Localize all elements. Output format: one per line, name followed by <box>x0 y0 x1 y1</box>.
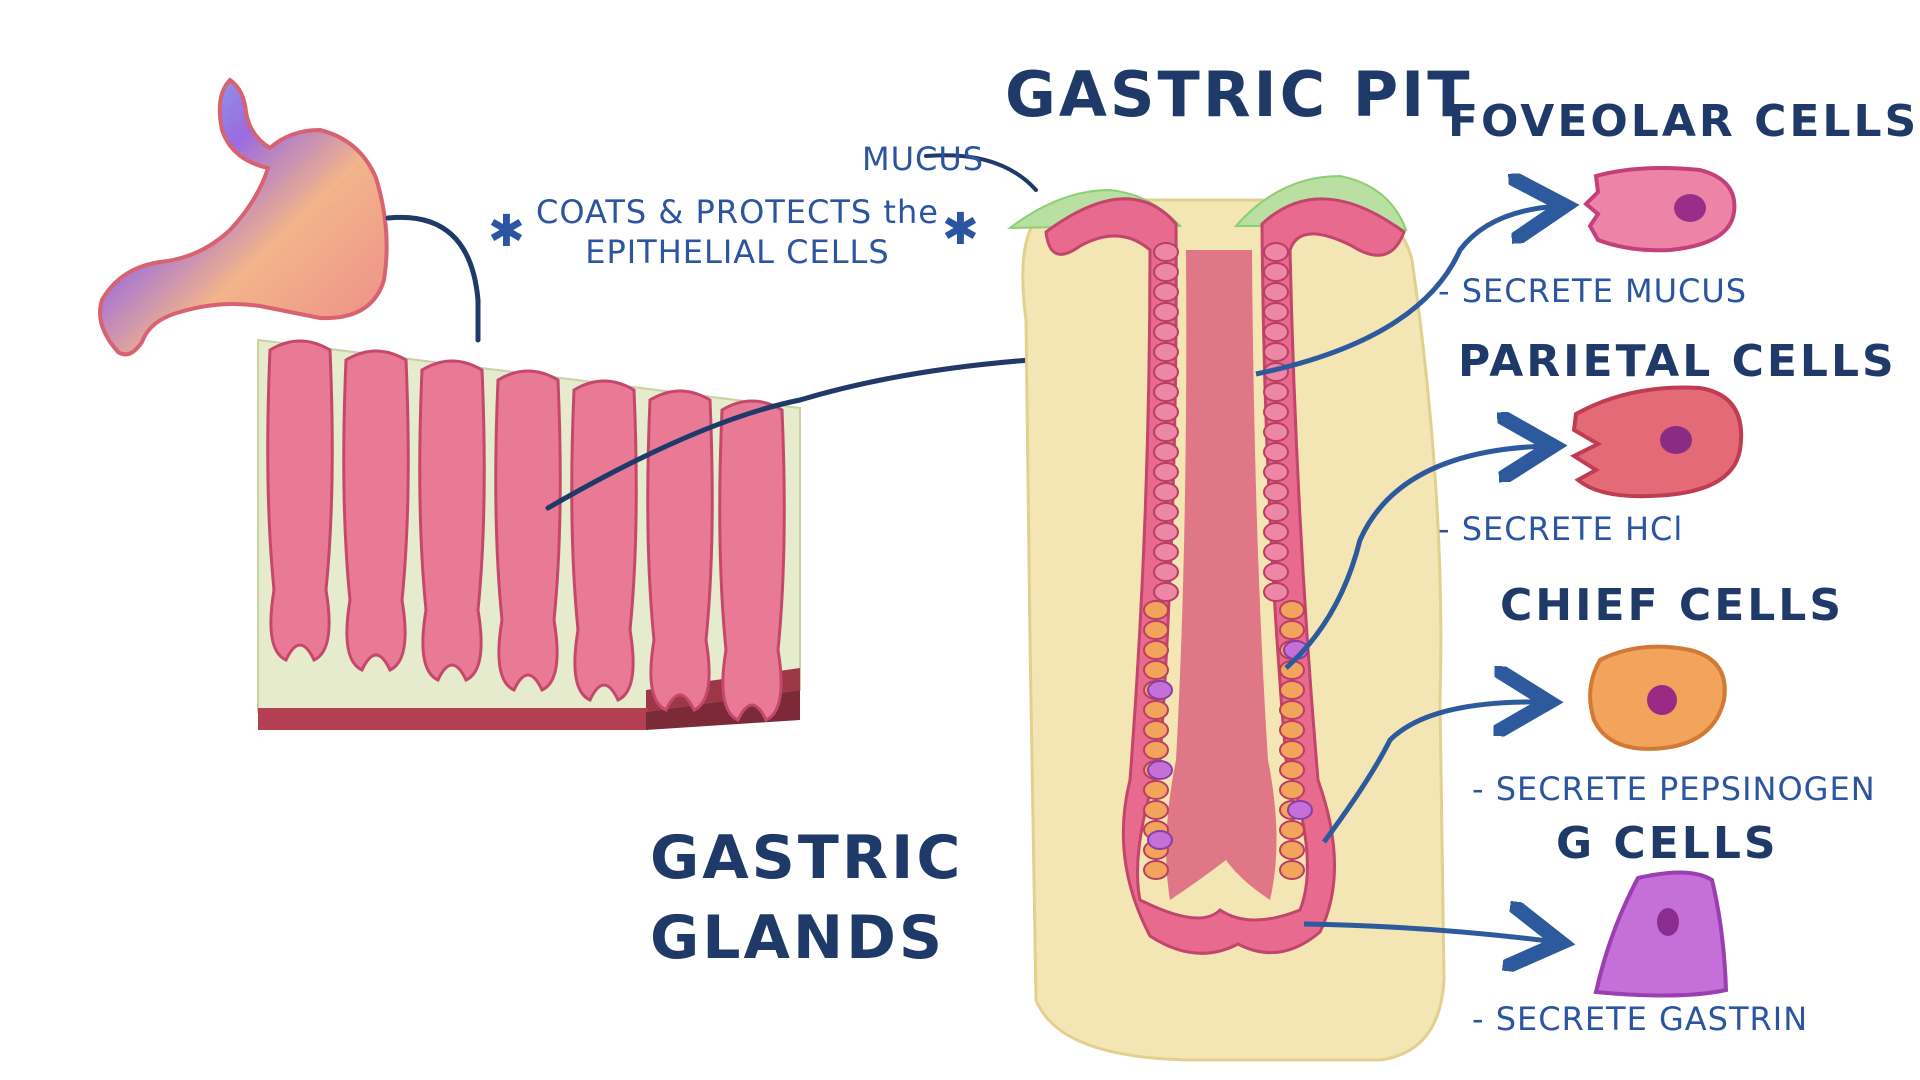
epithelial-cell <box>1279 860 1305 880</box>
epithelial-cell <box>1279 720 1305 740</box>
epithelial-cell <box>1143 660 1169 680</box>
epithelial-cell <box>1153 262 1179 282</box>
foveolar-cell-icon <box>1583 166 1737 253</box>
mucosa-block <box>257 338 801 730</box>
mucosal-fold <box>266 339 334 662</box>
epithelial-cell <box>1263 582 1289 602</box>
epithelial-cell <box>1153 422 1179 442</box>
epithelial-cell <box>1153 362 1179 382</box>
epithelial-cell <box>1153 402 1179 422</box>
parietal-cells-function: - SECRETE HCl <box>1438 510 1684 548</box>
epithelial-cell <box>1263 282 1289 302</box>
epithelial-cell <box>1153 562 1179 582</box>
epithelial-cell <box>1279 840 1305 860</box>
coats-line1: COATS & PROTECTS the <box>536 193 939 231</box>
epithelial-cell <box>1143 780 1169 800</box>
g-cell <box>1287 800 1313 820</box>
chief-cell-icon <box>1588 644 1727 751</box>
epithelial-cell <box>1143 620 1169 640</box>
epithelial-cell <box>1143 740 1169 760</box>
mucosal-fold <box>418 359 486 682</box>
gastric-glands-line2: GLANDS <box>650 903 946 973</box>
epithelial-cell <box>1153 302 1179 322</box>
epithelial-cell <box>1263 342 1289 362</box>
epithelial-cell <box>1263 422 1289 442</box>
epithelial-cell <box>1143 640 1169 660</box>
epithelial-cell <box>1153 322 1179 342</box>
mucus-label: MUCUS <box>862 140 985 178</box>
epithelial-cell <box>1143 860 1169 880</box>
g-cell-icon <box>1593 870 1729 998</box>
epithelial-cell <box>1143 720 1169 740</box>
g-cell <box>1147 830 1173 850</box>
epithelial-cell <box>1263 382 1289 402</box>
stomach-icon <box>98 77 389 357</box>
parietal-cell-icon <box>1569 385 1744 499</box>
mucosal-fold <box>718 399 786 722</box>
epithelial-cell <box>1153 582 1179 602</box>
epithelial-cell <box>1153 462 1179 482</box>
chief-cells-heading: CHIEF CELLS <box>1500 580 1845 631</box>
epithelial-cell <box>1279 600 1305 620</box>
coats-line2: EPITHELIAL CELLS <box>585 233 890 271</box>
epithelial-cell <box>1143 700 1169 720</box>
epithelial-cell <box>1263 402 1289 422</box>
epithelial-cell <box>1279 680 1305 700</box>
epithelial-cell <box>1279 740 1305 760</box>
epithelial-cell <box>1153 342 1179 362</box>
epithelial-cell <box>1153 242 1179 262</box>
g-cell <box>1147 680 1173 700</box>
asterisk-icon: ✱ <box>488 206 525 257</box>
epithelial-cell <box>1153 542 1179 562</box>
epithelial-cell <box>1279 780 1305 800</box>
mucosal-fold <box>570 379 638 702</box>
mucosal-fold <box>646 389 714 712</box>
epithelial-cell <box>1263 542 1289 562</box>
epithelial-cell <box>1263 442 1289 462</box>
epithelial-cell <box>1153 382 1179 402</box>
epithelial-cell <box>1279 820 1305 840</box>
epithelial-cell <box>1153 442 1179 462</box>
gastric-glands-line1: GASTRIC <box>650 823 964 893</box>
asterisk-icon: ✱ <box>942 204 979 255</box>
epithelial-cell <box>1263 502 1289 522</box>
epithelial-cell <box>1279 620 1305 640</box>
epithelial-cell <box>1263 562 1289 582</box>
epithelial-cell <box>1153 482 1179 502</box>
epithelial-cell <box>1279 760 1305 780</box>
gastric-pit-cross-section <box>1006 174 1446 1062</box>
epithelial-cell <box>1153 502 1179 522</box>
g-cell <box>1147 760 1173 780</box>
chief-cells-function: - SECRETE PEPSINOGEN <box>1472 770 1876 808</box>
epithelial-cell <box>1153 522 1179 542</box>
parietal-cells-heading: PARIETAL CELLS <box>1458 336 1897 387</box>
epithelial-cell <box>1153 282 1179 302</box>
epithelial-cell <box>1263 322 1289 342</box>
g-cells-function: - SECRETE GASTRIN <box>1472 1000 1809 1038</box>
epithelial-cell <box>1263 262 1289 282</box>
epithelial-cell <box>1143 600 1169 620</box>
gastric-glands-title: GASTRIC GLANDS <box>650 818 963 978</box>
foveolar-cells-heading: FOVEOLAR CELLS <box>1448 96 1920 147</box>
epithelial-cell <box>1263 482 1289 502</box>
epithelial-cell <box>1263 242 1289 262</box>
epithelial-cell <box>1263 522 1289 542</box>
g-cells-heading: G CELLS <box>1556 818 1779 869</box>
foveolar-cells-function: - SECRETE MUCUS <box>1438 272 1748 310</box>
mucosal-fold <box>494 369 562 692</box>
epithelial-cell <box>1263 462 1289 482</box>
epithelial-cell <box>1143 800 1169 820</box>
gastric-pit-title: GASTRIC PIT <box>1005 58 1473 131</box>
epithelial-cell <box>1279 700 1305 720</box>
epithelial-cell <box>1263 302 1289 322</box>
mucosal-fold <box>342 349 410 672</box>
coats-note: COATS & PROTECTS the EPITHELIAL CELLS <box>536 192 939 272</box>
